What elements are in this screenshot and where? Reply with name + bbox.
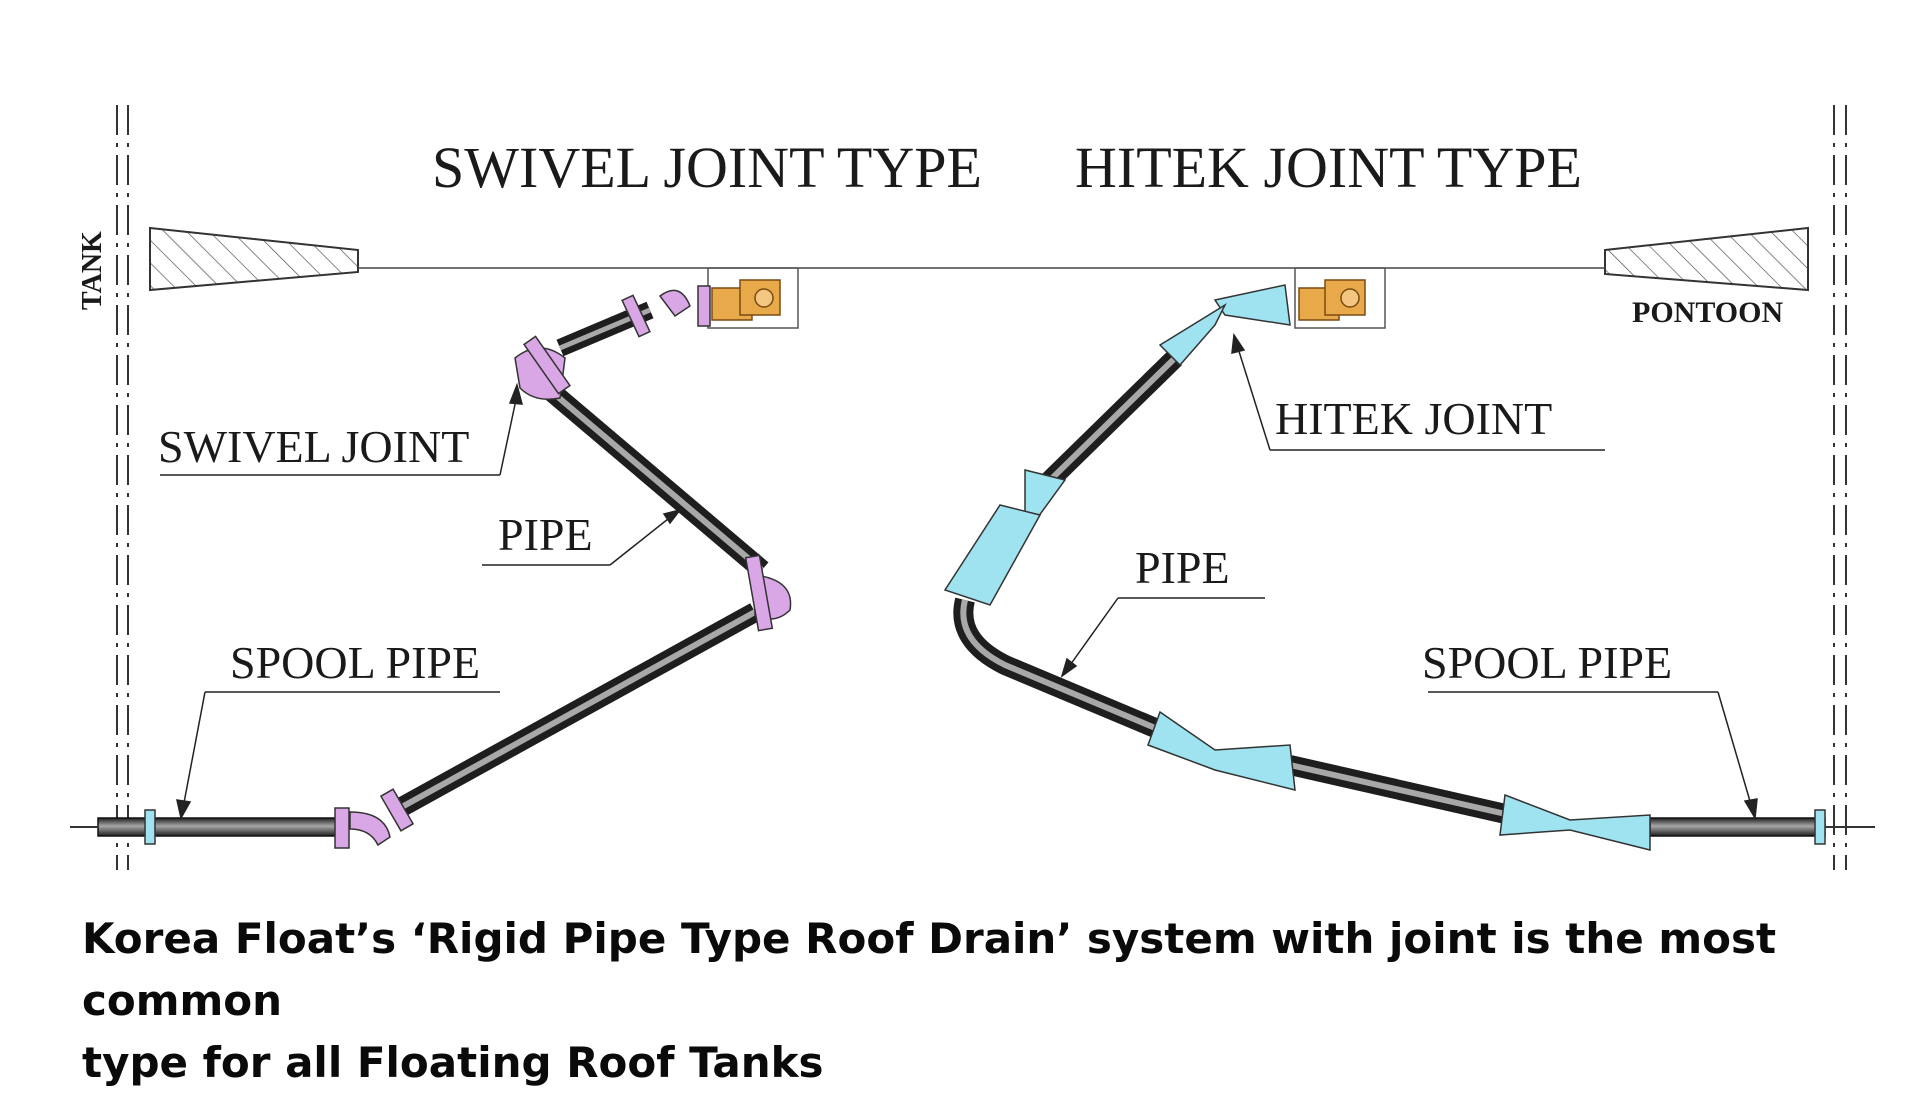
roof-drain-diagram: SWIVEL JOINT TYPE HITEK JOINT TYPE TANK …	[70, 105, 1875, 870]
label-pipe-right: PIPE	[1135, 542, 1230, 593]
pontoon-left	[149, 226, 359, 292]
label-tank: TANK	[77, 231, 108, 310]
hitek-joint-icon	[943, 284, 1651, 851]
hitek-pipe-system	[943, 284, 1875, 851]
label-swivel-joint: SWIVEL JOINT	[158, 421, 469, 472]
caption-line-1: Korea Float’s ‘Rigid Pipe Type Roof Drai…	[82, 914, 1777, 1025]
leader-lines	[160, 332, 1758, 821]
title-swivel-joint-type: SWIVEL JOINT TYPE	[432, 135, 982, 200]
spool-pipe-left	[97, 817, 339, 837]
label-spool-pipe-right: SPOOL PIPE	[1422, 637, 1672, 688]
swivel-joint-icon	[334, 285, 792, 849]
title-hitek-joint-type: HITEK JOINT TYPE	[1075, 135, 1582, 200]
hinge-right	[1294, 267, 1386, 329]
pipe-lower-right	[953, 597, 1164, 740]
swivel-pipe-system	[70, 285, 792, 849]
pontoon-right	[1604, 226, 1809, 292]
tank-wall-right	[1833, 105, 1847, 870]
caption-line-2: type for all Floating Roof Tanks	[82, 1038, 824, 1087]
label-hitek-joint: HITEK JOINT	[1275, 393, 1552, 444]
spool-pipe-right	[1649, 817, 1826, 837]
label-pipe-left: PIPE	[498, 509, 593, 560]
label-pontoon: PONTOON	[1632, 296, 1783, 329]
hinge-left	[707, 267, 799, 329]
diagram-labels: SWIVEL JOINT TYPE HITEK JOINT TYPE TANK …	[77, 135, 1783, 688]
caption: Korea Float’s ‘Rigid Pipe Type Roof Drai…	[82, 908, 1862, 1094]
tank-wall-left	[116, 105, 129, 870]
label-spool-pipe-left: SPOOL PIPE	[230, 637, 480, 688]
